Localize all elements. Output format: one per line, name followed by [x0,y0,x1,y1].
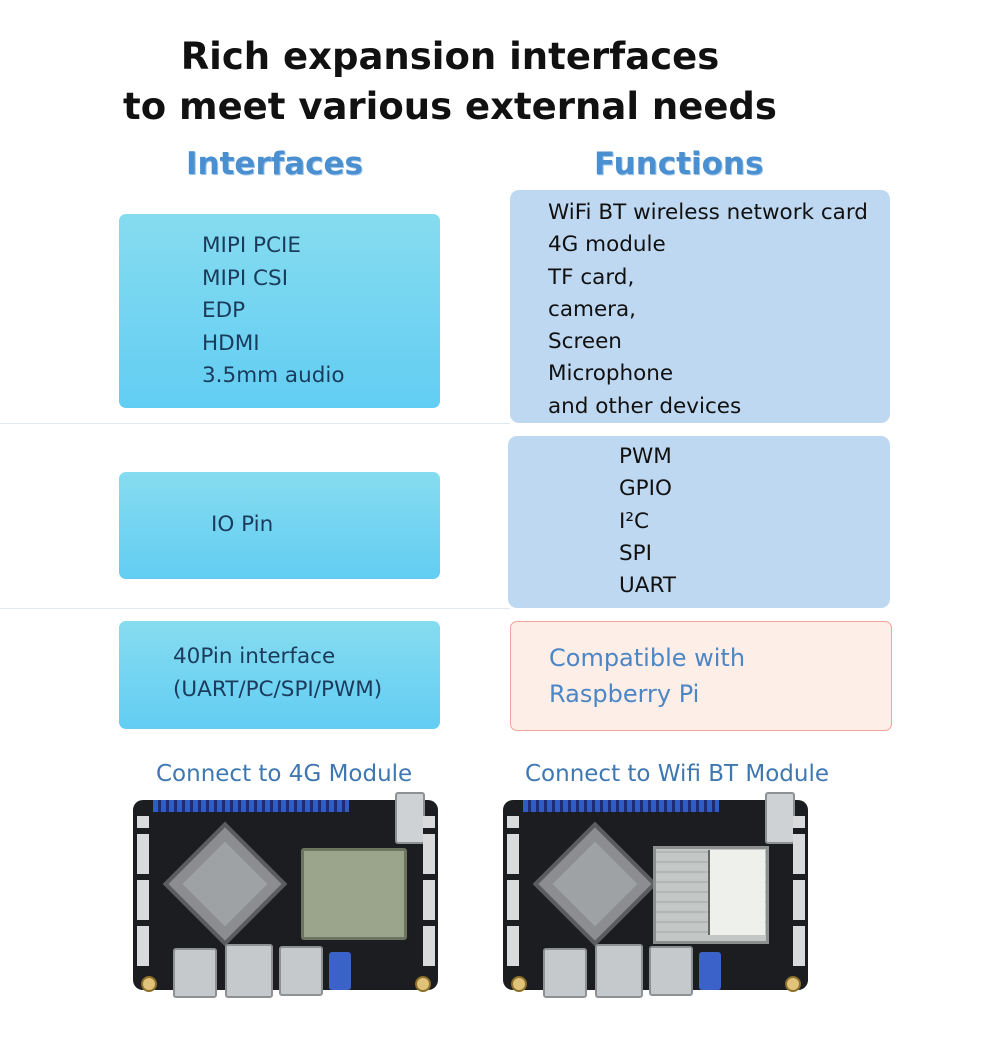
function-item: Screen [548,329,622,355]
ethernet-port [649,946,693,996]
function-item: Microphone [548,361,674,387]
function-item: Compatible with [549,644,746,672]
interface-item: 40Pin interface [173,644,336,669]
interface-item: (UART/PC/SPI/PWM) [173,676,383,702]
function-item: WiFi BT wireless network card [548,200,868,225]
function-item: and other devices [548,393,742,419]
side-connectors [137,816,149,966]
ethernet-port [279,946,323,996]
function-item: SPI [619,540,652,566]
interfaces-heading: Interfaces [186,146,363,182]
board-with-4g-module-image [133,780,438,998]
ethernet-port [543,948,587,998]
function-item: PWM [619,444,672,469]
page-title-line2: to meet various external needs [123,85,777,128]
wifi-module-label [708,850,765,935]
row-separator [0,423,510,424]
interface-item: 3.5mm audio [202,363,345,388]
functions-heading: Functions [594,146,764,182]
function-item: I²C [619,508,649,534]
gpio-header [523,800,719,812]
side-connectors [423,816,435,966]
function-item: 4G module [548,232,666,258]
function-item: GPIO [619,476,672,502]
mount-hole [511,976,527,992]
caption-wifi-bt-module: Connect to Wifi BT Module [525,761,830,787]
mount-hole [785,976,801,992]
board-with-wifi-bt-module-image [503,780,808,998]
page-title-line1: Rich expansion interfaces [180,35,720,78]
function-item: camera, [548,296,637,322]
interfaces-box-1: MIPI PCIE MIPI CSI EDP HDMI 3.5mm audio [119,214,440,408]
ethernet-port [225,944,273,998]
interface-item: MIPI PCIE [202,233,301,258]
usb-port [699,952,721,990]
interface-item: IO Pin [211,512,274,537]
functions-box-2: PWM GPIO I²C SPI UART [508,436,890,608]
ethernet-port [595,944,643,998]
gpio-header [153,800,349,812]
interface-item: HDMI [202,330,260,356]
function-item: TF card, [548,264,635,290]
row-separator [0,608,510,609]
functions-box-1: WiFi BT wireless network card 4G module … [510,190,890,423]
function-item: UART [619,573,676,599]
caption-4g-module: Connect to 4G Module [156,761,413,787]
function-item: Raspberry Pi [549,680,700,708]
usb-c-port [765,792,795,844]
interfaces-box-2: IO Pin [119,472,440,579]
interfaces-box-3: 40Pin interface (UART/PC/SPI/PWM) [119,621,440,729]
functions-box-3: Compatible with Raspberry Pi [510,621,892,731]
4g-module [301,848,407,940]
side-connectors [507,816,519,966]
interface-item: EDP [202,298,246,323]
usb-port [329,952,351,990]
ethernet-port [173,948,217,998]
mount-hole [415,976,431,992]
side-connectors [793,816,805,966]
interface-item: MIPI CSI [202,265,289,291]
mount-hole [141,976,157,992]
usb-c-port [395,792,425,844]
